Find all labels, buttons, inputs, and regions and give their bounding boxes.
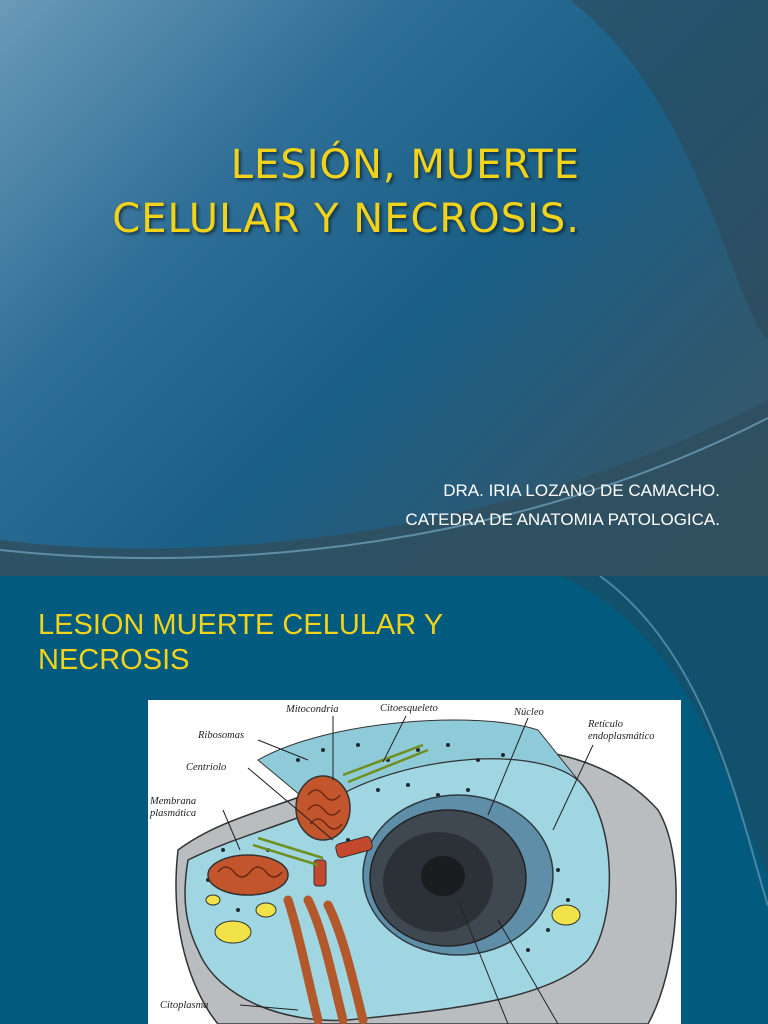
label-nucleus: Núcleo: [514, 707, 544, 718]
label-mitochondria: Mitocondria: [286, 704, 339, 715]
label-ribosomes: Ribosomas: [198, 730, 245, 741]
label-membrane-line-2: plasmática: [150, 808, 197, 819]
content-slide-title: LESION MUERTE CELULAR Y NECROSIS: [38, 608, 443, 678]
cell-diagram: Mitocondria Citoesqueleto Núcleo Retícul…: [148, 700, 681, 1024]
slide-background-swooshes: [560, 576, 768, 907]
ribosome-dots: [206, 743, 570, 952]
slide-background-swooshes: [0, 0, 768, 576]
label-centriole: Centriolo: [186, 762, 227, 773]
label-cytoplasm: Citoplasma: [160, 1000, 209, 1011]
author-line: DRA. IRIA LOZANO DE CAMACHO.: [443, 481, 720, 500]
cell-illustration: [175, 715, 677, 1024]
slide-title: LESIÓN, MUERTE CELULAR Y NECROSIS.: [112, 138, 580, 246]
label-reticulum-line-1: Retículo: [588, 719, 623, 730]
content-title-line-1: LESION MUERTE CELULAR Y: [38, 609, 444, 641]
title-slide: LESIÓN, MUERTE CELULAR Y NECROSIS. DRA. …: [0, 0, 768, 576]
label-cytoskeleton: Citoesqueleto: [380, 703, 438, 714]
content-title-line-2: NECROSIS: [38, 644, 190, 676]
label-reticulum-line-2: endoplasmático: [588, 731, 655, 742]
slide-subtitle: DRA. IRIA LOZANO DE CAMACHO. CATEDRA DE …: [405, 476, 720, 534]
label-membrane-line-1: Membrana: [150, 796, 197, 807]
slide-title-line-1: LESIÓN, MUERTE: [230, 142, 580, 188]
department-line: CATEDRA DE ANATOMIA PATOLOGICA.: [405, 510, 720, 529]
slide-title-line-2: CELULAR Y NECROSIS.: [112, 196, 580, 242]
